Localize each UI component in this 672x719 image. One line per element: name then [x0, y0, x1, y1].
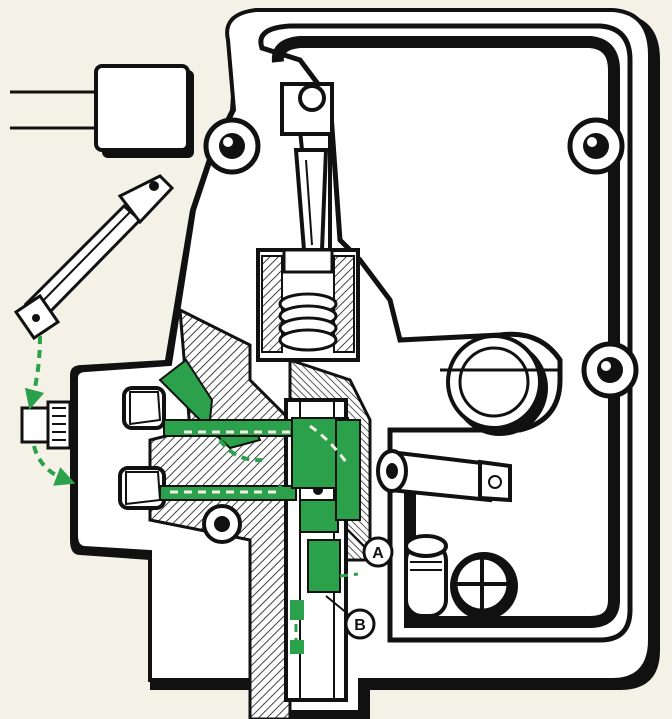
drive-pin — [404, 534, 448, 618]
control-lever — [280, 82, 334, 252]
linkage-rod — [13, 174, 175, 341]
spring-housing — [256, 248, 360, 362]
inlet-boss — [10, 64, 194, 158]
callout-a: A — [345, 527, 394, 568]
label-b: B — [354, 617, 366, 634]
inlet-fitting — [20, 400, 72, 450]
dashed-arrow-icon — [24, 335, 359, 650]
bypass-valve-plug — [376, 449, 512, 503]
cover-cavity — [258, 23, 633, 643]
bolt-hole-top-right — [567, 117, 625, 175]
drive-hub — [450, 552, 518, 620]
bolt-hole-top-left — [203, 117, 261, 175]
label-a: A — [372, 545, 384, 562]
bolt-hole-mid-right — [581, 341, 639, 399]
round-boss — [440, 334, 560, 436]
delivery-flange — [118, 386, 242, 544]
callout-b: B — [325, 595, 376, 640]
